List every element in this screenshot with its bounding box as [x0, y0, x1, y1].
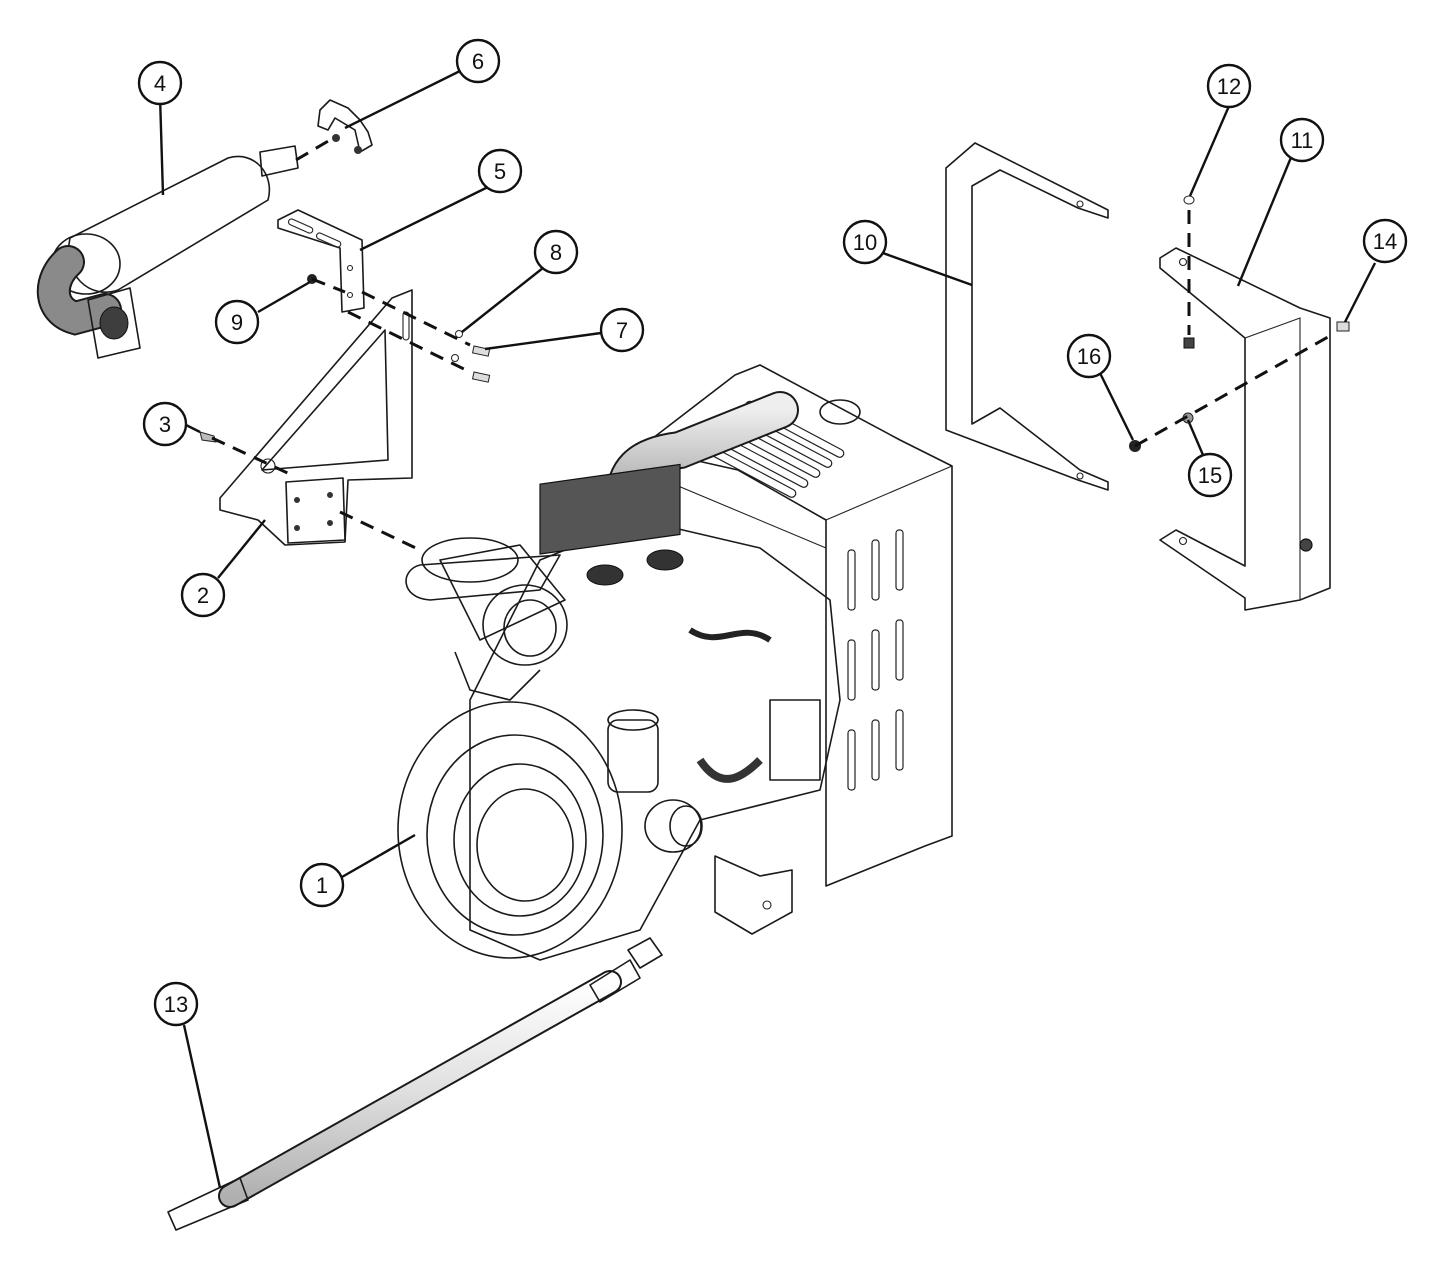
- part-2-triangular-bracket: [219, 289, 413, 546]
- balloon-number: 11: [1291, 128, 1314, 153]
- balloon-circle: [1206, 63, 1252, 109]
- balloon-circle: [1279, 117, 1325, 163]
- part-3-bolt: [199, 431, 217, 443]
- callout-balloon-9: 9: [214, 299, 260, 345]
- part-12-screw: [1183, 195, 1195, 205]
- balloon-number: 6: [472, 49, 484, 74]
- balloon-number: 1: [316, 873, 328, 898]
- balloon-number: 9: [231, 310, 243, 335]
- balloon-circle: [1362, 218, 1408, 264]
- balloon-circle: [153, 981, 199, 1027]
- callout-balloon-8: 8: [533, 229, 579, 275]
- balloon-circle: [842, 219, 888, 265]
- balloon-number: 13: [164, 992, 188, 1017]
- balloon-circle: [137, 60, 183, 106]
- balloon-circle: [1187, 452, 1233, 498]
- callout-balloon-14: 14: [1362, 218, 1408, 264]
- balloon-number: 4: [154, 71, 166, 96]
- balloon-number: 2: [197, 583, 209, 608]
- callout-balloon-15: 15: [1187, 452, 1233, 498]
- callout-balloon-6: 6: [455, 38, 501, 84]
- callout-balloon-10: 10: [842, 219, 888, 265]
- part-5-mounting-plate: [277, 209, 365, 313]
- part-6-clamp: [317, 99, 373, 154]
- balloon-number: 8: [550, 240, 562, 265]
- balloon-circle: [299, 862, 345, 908]
- balloon-circle: [477, 148, 523, 194]
- balloon-number: 15: [1198, 463, 1222, 488]
- balloon-circle: [142, 401, 188, 447]
- part-10-support-bracket: [945, 142, 1109, 491]
- balloon-circle: [1066, 333, 1112, 379]
- assembly-lines: [211, 138, 1336, 552]
- callout-balloon-11: 11: [1279, 117, 1325, 163]
- leader-lines: [158, 68, 1377, 1189]
- callout-balloon-12: 12: [1206, 63, 1252, 109]
- callout-balloon-5: 5: [477, 148, 523, 194]
- part-8-washer: [455, 330, 463, 338]
- balloon-number: 12: [1217, 74, 1241, 99]
- balloon-number: 10: [853, 230, 877, 255]
- part-11-shroud-bracket: [1159, 247, 1331, 611]
- part-4-muffler: [36, 145, 299, 359]
- balloon-number: 3: [159, 412, 171, 437]
- radiator-side-slots: [847, 529, 904, 791]
- balloon-circle: [455, 38, 501, 84]
- part-1-engine: [397, 463, 841, 961]
- callout-balloon-2: 2: [180, 572, 226, 618]
- balloon-circle: [533, 229, 579, 275]
- balloon-number: 14: [1373, 229, 1397, 254]
- callout-balloon-3: 3: [142, 401, 188, 447]
- part-13-drain-hose: [167, 937, 663, 1231]
- balloon-circle: [180, 572, 226, 618]
- balloon-circle: [599, 307, 645, 353]
- part-14-screw: [1336, 321, 1350, 332]
- callout-balloon-1: 1: [299, 862, 345, 908]
- balloon-number: 7: [616, 318, 628, 343]
- callout-balloon-4: 4: [137, 60, 183, 106]
- callout-balloon-16: 16: [1066, 333, 1112, 379]
- callout-balloon-7: 7: [599, 307, 645, 353]
- balloon-circle: [214, 299, 260, 345]
- callout-balloon-13: 13: [153, 981, 199, 1027]
- balloon-number: 16: [1077, 344, 1101, 369]
- air-intake: [405, 537, 568, 701]
- balloon-number: 5: [494, 159, 506, 184]
